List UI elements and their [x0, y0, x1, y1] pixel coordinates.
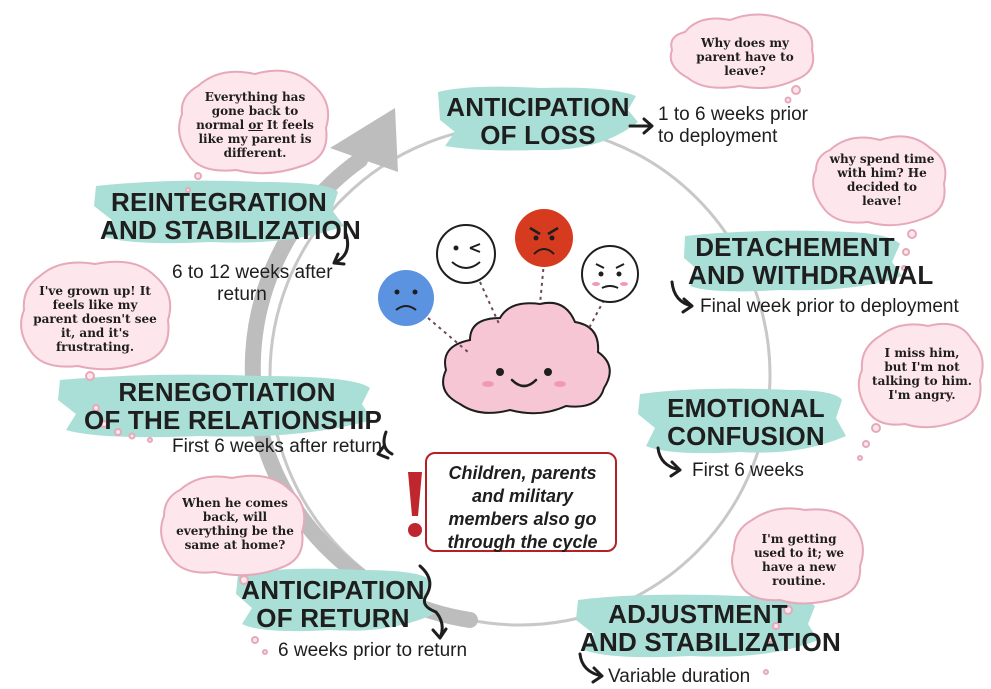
- tether-2: [479, 281, 501, 327]
- arrow-return: [418, 564, 448, 640]
- bubble-cloud-1: [669, 13, 815, 89]
- stage-title: ADJUSTMENT AND STABILIZATION: [580, 599, 841, 657]
- stage-title: REINTEGRATION AND STABILIZATION: [100, 187, 361, 245]
- cloud-left-cheek: [482, 381, 494, 387]
- arrow-emotional: [656, 446, 682, 478]
- bubble-cloud-5: [160, 474, 306, 577]
- stage-renegotiation-of-the-relationship: RENEGOTIATION OF THE RELATIONSHIP: [84, 377, 382, 435]
- brush-detachment: [684, 230, 902, 292]
- stage-detachment-and-withdrawal: DETACHEMENT AND WITHDRAWAL: [688, 232, 934, 290]
- stage-arrows: [332, 117, 694, 684]
- arrow-renegotiation: [376, 430, 394, 460]
- timing-anticipation-of-loss: 1 to 6 weeks prior to deployment: [658, 104, 808, 147]
- thought-bubble-anticipation-of-return: When he comes back, will everything be t…: [176, 496, 294, 552]
- bubble-text-or: or: [248, 118, 263, 132]
- timing-anticipation-of-return: 6 weeks prior to return: [278, 640, 468, 661]
- cloud-body: [442, 301, 611, 415]
- tether-4: [587, 299, 605, 331]
- thought-bubble-detachment: why spend time with him? He decided to l…: [829, 152, 935, 208]
- brush-reintegration: [94, 180, 344, 244]
- stage-anticipation-of-loss: ANTICIPATION OF LOSS: [443, 93, 633, 149]
- cloud-left-eye: [496, 368, 504, 376]
- stage-adjustment-and-stabilization: ADJUSTMENT AND STABILIZATION: [580, 599, 841, 657]
- tether-3: [539, 261, 545, 305]
- arrow-loss: [628, 117, 654, 135]
- stage-emotional-confusion: EMOTIONAL CONFUSION: [648, 394, 844, 450]
- sad-face-icon: [378, 270, 434, 326]
- thought-bubble-adjustment: I'm getting used to it; we have a new ro…: [753, 532, 845, 588]
- thought-bubble-anticipation-of-loss: Why does my parent have to leave?: [696, 36, 794, 78]
- note-box: [425, 452, 617, 552]
- arrow-detachment: [670, 280, 694, 314]
- timing-adjustment-and-stabilization: Variable duration: [608, 666, 751, 687]
- bubble-shapes: [20, 13, 984, 675]
- timing-reintegration-and-stabilization: 6 to 12 weeks after return: [172, 262, 333, 305]
- stage-title: RENEGOTIATION OF THE RELATIONSHIP: [84, 377, 382, 435]
- arrow-adjustment: [578, 652, 604, 684]
- stage-anticipation-of-return: ANTICIPATION OF RETURN: [240, 576, 426, 632]
- cloud-smile: [510, 378, 538, 388]
- exclamation-icon: [408, 472, 422, 537]
- thought-bubble-emotional: I miss him, but I'm not talking to him. …: [872, 346, 972, 402]
- bubble-cloud-6: [20, 260, 172, 371]
- brush-adjustment: [576, 594, 818, 658]
- stage-title: ANTICIPATION OF RETURN: [241, 575, 425, 633]
- cycle-arrow-head: [330, 108, 398, 172]
- bubble-text-part: Everything has gone back to normal: [196, 90, 306, 132]
- brush-anticipation-of-loss: [438, 86, 638, 151]
- stage-title: EMOTIONAL CONFUSION: [667, 393, 825, 451]
- tether-1: [427, 317, 469, 353]
- worried-face-icon: [581, 245, 639, 303]
- timing-renegotiation-of-the-relationship: First 6 weeks after return: [172, 436, 383, 457]
- cloud-right-eye: [544, 368, 552, 376]
- stage-title: DETACHEMENT AND WITHDRAWAL: [688, 232, 934, 290]
- stage-title: ANTICIPATION OF LOSS: [446, 92, 630, 150]
- arrow-reintegration: [332, 232, 350, 266]
- cloud-right-cheek: [554, 381, 566, 387]
- bubble-cloud-2: [812, 135, 947, 227]
- stage-reintegration-and-stabilization: REINTEGRATION AND STABILIZATION: [100, 187, 361, 245]
- bubble-text-part: It feels like my parent is different.: [198, 118, 314, 160]
- thought-bubble-renegotiation: I've grown up! It feels like my parent d…: [33, 284, 157, 354]
- bubble-cloud-3: [857, 322, 984, 429]
- angry-face-icon: [515, 209, 573, 267]
- brush-emotional: [638, 388, 846, 454]
- thought-bubble-reintegration: Everything has gone back to normal or It…: [196, 90, 314, 160]
- timing-emotional-confusion: First 6 weeks: [692, 460, 804, 481]
- winking-face-icon: [436, 224, 496, 284]
- central-cloud: [427, 261, 611, 415]
- timing-detachment-and-withdrawal: Final week prior to deployment: [700, 296, 959, 317]
- bubble-cloud-4: [731, 507, 864, 605]
- brush-anticipation-of-return: [236, 568, 434, 632]
- note-text: Children, parents and military members a…: [447, 463, 598, 552]
- bubble-cloud-7: [178, 69, 330, 175]
- brush-renegotiation: [58, 374, 372, 438]
